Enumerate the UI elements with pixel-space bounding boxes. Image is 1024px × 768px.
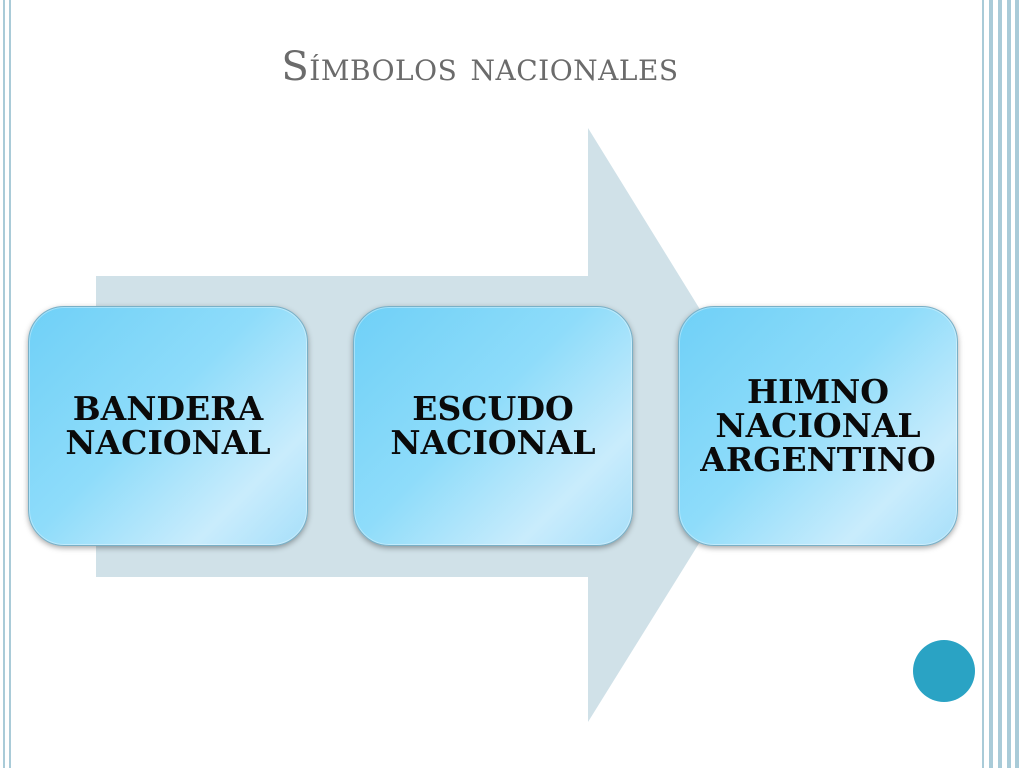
diagram-box-label: ESCUDO NACIONAL [390,389,596,462]
diagram-box-bandera: BANDERA NACIONAL [28,306,308,546]
diagram-box-label: HIMNO NACIONAL ARGENTINO [700,372,936,479]
diagram-box-label: BANDERA NACIONAL [65,389,271,462]
diagram-box-himno: HIMNO NACIONAL ARGENTINO [678,306,958,546]
slide-border-left [0,0,14,768]
slide-border-right [974,0,1024,768]
accent-circle [913,640,975,702]
diagram-box-escudo: ESCUDO NACIONAL [353,306,633,546]
slide-title: Símbolos nacionales [281,44,679,90]
